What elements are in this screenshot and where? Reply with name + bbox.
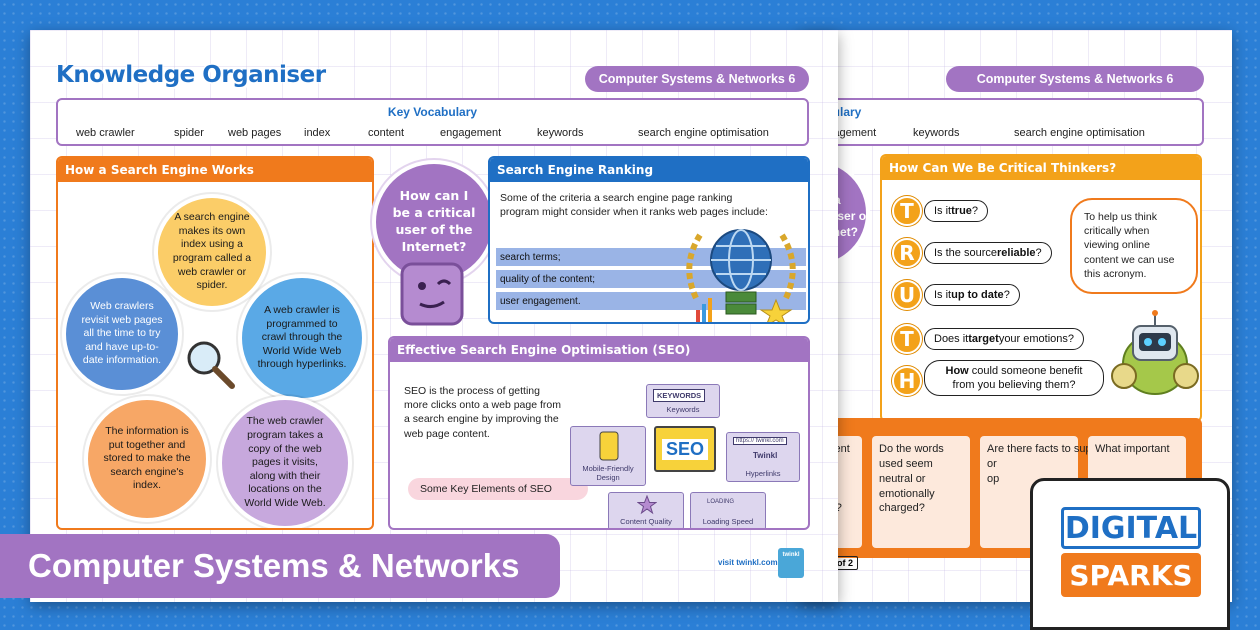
seo-center-label: SEO (661, 438, 708, 460)
question-pill: How could someone benefit from you belie… (924, 360, 1104, 396)
question-pill: Is it up to date? (924, 284, 1020, 306)
letter-t-icon: T (892, 196, 922, 226)
q-bold: up to date (951, 289, 1004, 301)
vocab-word: search engine optimisation (638, 127, 769, 139)
q-post: ? (1035, 247, 1042, 259)
info-bubble: A web crawler is programmed to crawl thr… (238, 274, 366, 402)
vocab-word: web pages (228, 127, 282, 139)
q-bold: reliable (996, 247, 1036, 259)
robot-icon (1111, 310, 1199, 395)
q-pre: Does it (934, 333, 969, 345)
loading-speed-card: LOADING Loading Speed (690, 492, 766, 528)
search-engine-ranking-panel: Search Engine Ranking Some of the criter… (488, 156, 810, 324)
panel-title: Search Engine Ranking (490, 158, 808, 182)
loading-text: LOADING (707, 499, 735, 505)
logo-top-text: DIGITAL (1061, 507, 1201, 549)
link-text: Twinkl (753, 451, 778, 460)
topic-banner: Computer Systems & Networks (0, 534, 560, 598)
vocabulary-box: Key Vocabulary web crawler spider web pa… (56, 98, 809, 146)
vocab-word: index (304, 127, 331, 139)
q-pre: Is it (934, 205, 952, 217)
vocab-word: engagement (440, 127, 502, 139)
seo-laptop: SEO (654, 426, 716, 472)
seo-panel: Effective Search Engine Optimisation (SE… (388, 336, 810, 530)
icon-label: Keywords (666, 405, 700, 414)
footer-link[interactable]: visit twinkl.com (718, 558, 778, 567)
question-pill: Is it true? (924, 200, 989, 222)
keywords-box: KEYWORDS (653, 389, 706, 402)
q-bold: true (951, 205, 972, 217)
subject-pill: Computer Systems & Networks 6 (946, 66, 1204, 92)
q-bold: target (968, 333, 999, 345)
vocab-word: web crawler (76, 127, 135, 139)
critical-thinkers-panel: How Can We Be Critical Thinkers? T Is it… (880, 154, 1202, 422)
panel-title: Effective Search Engine Optimisation (SE… (390, 338, 808, 362)
panel-title: How a Search Engine Works (58, 158, 372, 182)
knowledge-organiser-page-1: Knowledge Organiser Computer Systems & N… (30, 30, 838, 602)
info-bubble: A search engine makes its own index usin… (154, 194, 270, 310)
question-pill: Is the source reliable? (924, 242, 1052, 264)
phone-icon (599, 431, 619, 461)
keywords-card: KEYWORDS Keywords (646, 384, 720, 418)
subject-pill: Computer Systems & Networks 6 (585, 66, 809, 92)
q-bold: How (945, 364, 969, 377)
content-quality-card: Content Quality (608, 492, 684, 528)
globe-award-icon (686, 229, 796, 322)
vocab-word: search engine optimisation (1014, 127, 1145, 139)
letter-u-icon: U (892, 280, 922, 310)
digital-sparks-logo: DIGITAL SPARKS (1030, 478, 1230, 630)
vocab-word: content (368, 127, 405, 139)
q-post: could someone benefit from you believing… (952, 364, 1083, 391)
vocab-word: keywords (537, 127, 584, 139)
letter-r-icon: R (892, 238, 922, 268)
vocab-title: Key Vocabulary (387, 105, 478, 119)
page-title: Knowledge Organiser (56, 62, 326, 88)
seo-elements-label: Some Key Elements of SEO (408, 478, 588, 500)
logo-bottom-text: SPARKS (1061, 553, 1201, 597)
icon-label: Loading Speed (702, 517, 754, 526)
q-pre: Is it (934, 289, 952, 301)
twinkl-badge: twinkl (778, 548, 804, 578)
panel-title: How Can We Be Critical Thinkers? (882, 156, 1200, 180)
q-pre: Is the source (934, 247, 997, 259)
magnifying-glass-icon (187, 341, 235, 389)
info-bubble: Web crawlers revisit web pages all the t… (62, 274, 182, 394)
q-post: ? (1003, 289, 1010, 301)
star-icon (637, 495, 657, 515)
question-pill: Does it target your emotions? (924, 328, 1085, 350)
how-search-engine-works-panel: How a Search Engine Works A search engin… (56, 156, 374, 530)
icon-label: Mobile-Friendly Design (582, 464, 634, 482)
url-box: https:// twinkl.com (733, 437, 787, 445)
letter-h-icon: H (892, 366, 922, 396)
q-post: your emotions? (998, 333, 1075, 345)
ranking-intro: Some of the criteria a search engine pag… (500, 192, 768, 219)
info-bubble: The information is put together and stor… (84, 396, 210, 522)
vocabulary-box: cabulary engagement keywords search engi… (800, 98, 1204, 146)
letter-t-icon: T (892, 324, 922, 354)
vocab-word: spider (174, 127, 204, 139)
speech-bubble: To help us think critically when viewing… (1070, 198, 1198, 294)
icon-label: Content Quality (620, 517, 672, 526)
seo-description: SEO is the process of getting more click… (404, 385, 561, 440)
hyperlinks-card: https:// twinkl.com Twinkl Hyperlinks (726, 432, 800, 482)
icon-label: Hyperlinks (745, 469, 781, 478)
vocab-word: keywords (913, 127, 960, 139)
q-post: ? (971, 205, 979, 217)
info-bubble: The web crawler program takes a copy of … (218, 396, 352, 528)
mobile-friendly-card: Mobile-Friendly Design (570, 426, 646, 486)
thinking-face-icon (400, 262, 464, 326)
question-card: Do the words used seem neutral or emotio… (872, 436, 970, 548)
